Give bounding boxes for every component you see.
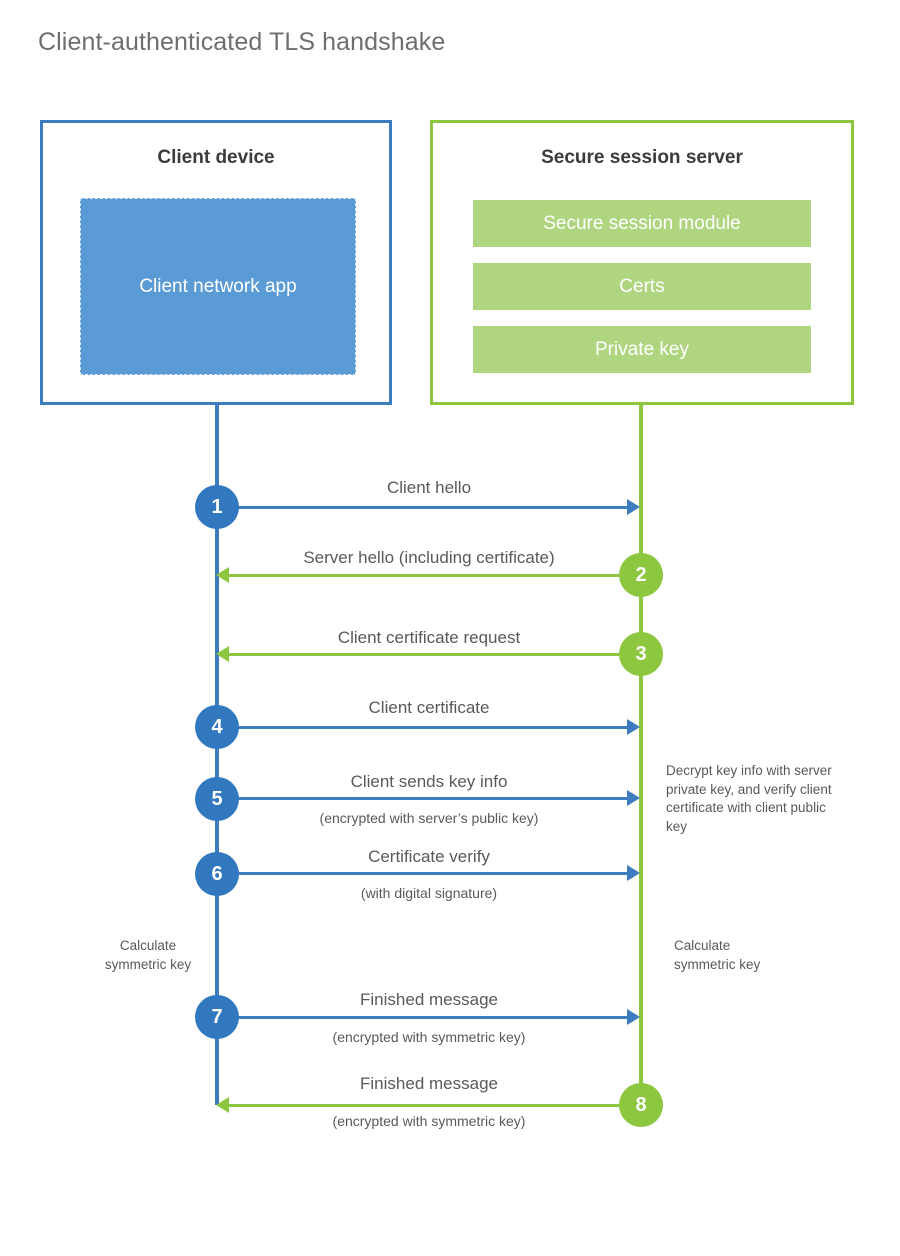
client-network-app-label: Client network app (139, 275, 297, 297)
step-6-label: Certificate verify (368, 847, 490, 866)
server-component-certs: Certs (473, 263, 811, 310)
server-lifeline (639, 405, 643, 1105)
server-component-label: Certs (619, 275, 665, 297)
step-3-arrow-line (229, 653, 641, 656)
step-badge-7[interactable]: 7 (195, 995, 239, 1039)
step-badge-3[interactable]: 3 (619, 632, 663, 676)
step-5-arrow-head (627, 790, 640, 806)
step-5-arrow-line (217, 797, 627, 800)
step-badge-8[interactable]: 8 (619, 1083, 663, 1127)
step-8-arrow-line (229, 1104, 641, 1107)
step-badge-2[interactable]: 2 (619, 553, 663, 597)
step-badge-1[interactable]: 1 (195, 485, 239, 529)
step-6-arrow-head (627, 865, 640, 881)
step-6-arrow-line (217, 872, 627, 875)
server-decrypt-note: Decrypt key info with server private key… (666, 763, 832, 834)
step-2-label: Server hello (including certificate) (303, 548, 555, 567)
secure-session-server-box: Secure session server Secure session mod… (430, 120, 854, 405)
step-7-label: Finished message (360, 990, 498, 1009)
step-2-arrow-head (216, 567, 229, 583)
client-device-title: Client device (157, 147, 275, 168)
client-calculate-symmetric-key-note: Calculate symmetric key (104, 938, 192, 972)
server-component-private-key: Private key (473, 326, 811, 373)
step-8-arrow-head (216, 1097, 229, 1113)
step-badge-6[interactable]: 6 (195, 852, 239, 896)
server-component-label: Private key (595, 338, 689, 360)
step-4-arrow-head (627, 719, 640, 735)
step-3-label: Client certificate request (337, 628, 521, 647)
step-5-sublabel: (encrypted with server’s public key) (319, 810, 539, 826)
step-badge-5[interactable]: 5 (195, 777, 239, 821)
step-1-arrow-head (627, 499, 640, 515)
step-7-sublabel: (encrypted with symmetric key) (332, 1029, 526, 1045)
step-5-label: Client sends key info (350, 772, 508, 791)
step-4-label: Client certificate (368, 698, 490, 717)
step-8-sublabel: (encrypted with symmetric key) (332, 1113, 526, 1129)
server-component-label: Secure session module (543, 212, 741, 234)
secure-session-server-title: Secure session server (541, 147, 743, 168)
step-8-label: Finished message (360, 1074, 498, 1093)
step-1-arrow-line (217, 506, 627, 509)
client-device-box: Client device Client network app (40, 120, 392, 405)
step-7-arrow-head (627, 1009, 640, 1025)
server-calculate-symmetric-key-note: Calculate symmetric key (674, 938, 761, 972)
step-1-label: Client hello (386, 478, 472, 497)
page-title: Client-authenticated TLS handshake (38, 28, 446, 56)
client-network-app-block: Client network app (80, 198, 356, 375)
step-6-sublabel: (with digital signature) (360, 885, 498, 901)
server-component-secure-session-module: Secure session module (473, 200, 811, 247)
client-lifeline (215, 405, 219, 1105)
step-3-arrow-head (216, 646, 229, 662)
step-badge-4[interactable]: 4 (195, 705, 239, 749)
step-7-arrow-line (217, 1016, 627, 1019)
step-2-arrow-line (229, 574, 641, 577)
step-4-arrow-line (217, 726, 627, 729)
